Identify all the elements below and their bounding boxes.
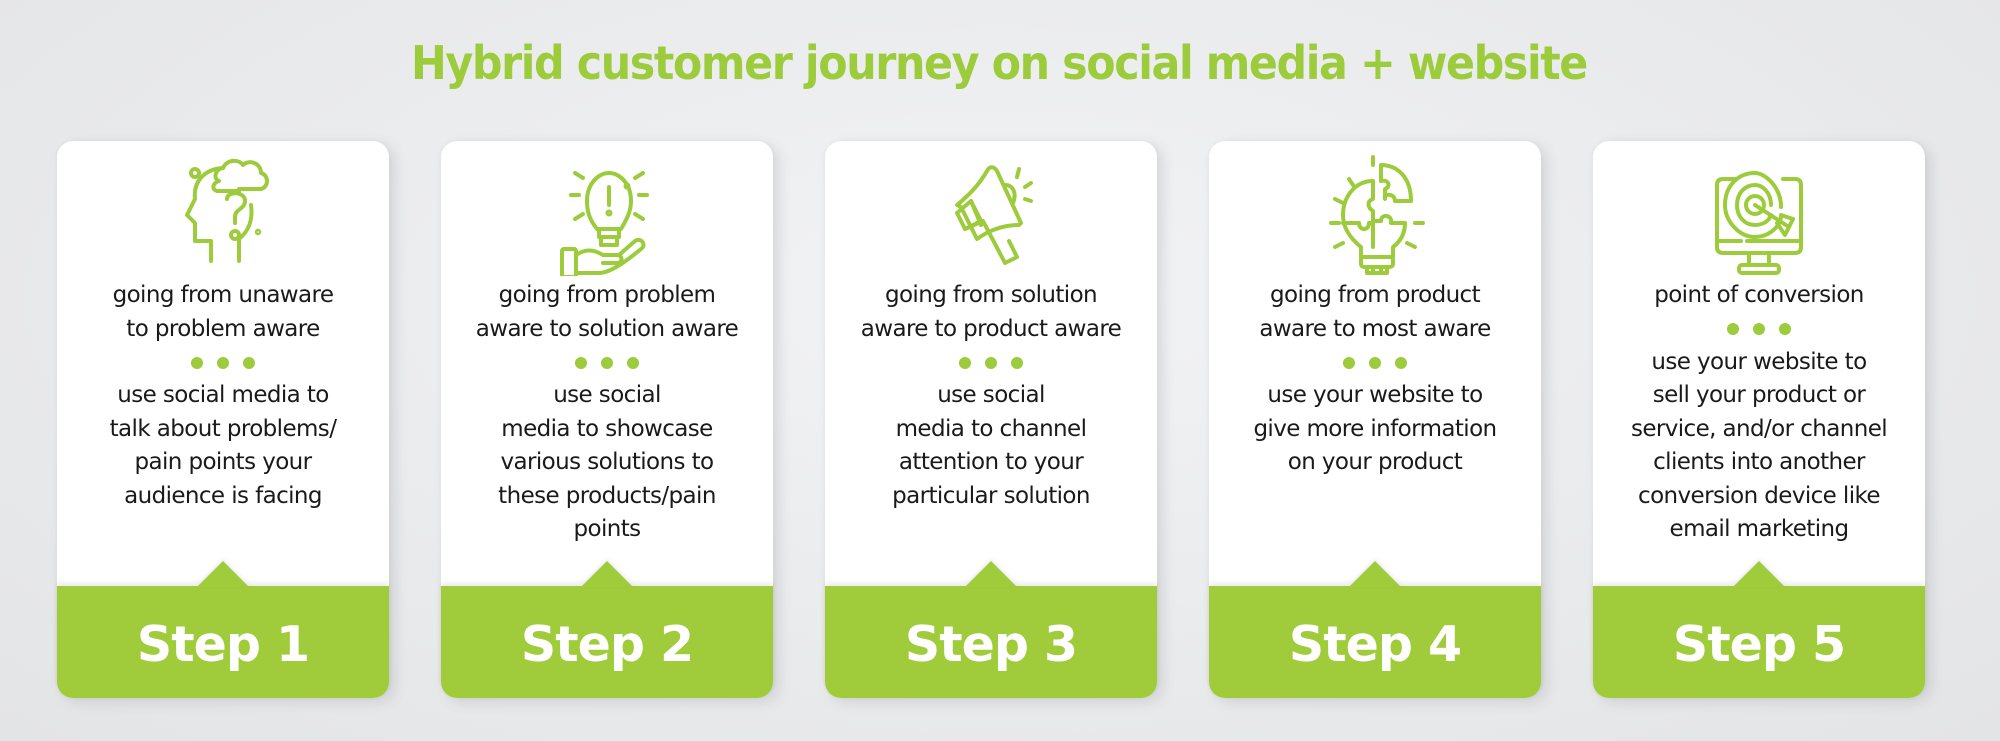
action-line: use your website to [1651,348,1867,375]
step-text: point of conversion use your website to … [1593,279,1925,547]
step-text: going from product aware to most aware u… [1209,279,1541,480]
action-line: these products/pain [498,482,716,509]
action-line: give more information [1253,415,1497,442]
action-line: points [573,516,641,542]
pointer-notch [581,561,633,587]
action-line: use social [937,382,1045,408]
pointer-notch [1733,561,1785,587]
pointer-notch [1349,561,1401,587]
stage-line: going from problem [498,282,716,308]
page-title: Hybrid customer journey on social media … [410,36,1588,90]
step-label: Step 3 [904,616,1078,673]
stage-line: going from unaware [112,282,334,308]
stage-line: point of conversion [1654,282,1864,308]
action-line: pain points your [134,449,312,475]
step-band: Step 5 [1593,561,1925,698]
action-line: talk about problems/ [109,415,337,442]
step-card-2: going from problem aware to solution awa… [441,141,773,698]
action-line: media to channel [895,415,1087,442]
step-label: Step 4 [1288,616,1462,673]
dots-separator [441,346,773,379]
step-band: Step 3 [825,561,1157,698]
action-line: attention to your [898,449,1084,475]
action-line: use social media to [117,382,329,408]
megaphone-icon [921,151,1061,276]
stage-line: going from product [1269,282,1481,308]
step-text: going from unaware to problem aware use … [57,279,389,513]
step-card-3: going from solution aware to product awa… [825,141,1157,698]
pointer-notch [965,561,1017,587]
monitor-target-icon [1689,151,1829,276]
stage-line: going from solution [884,282,1098,308]
action-line: particular solution [892,482,1090,509]
stage-line: aware to most aware [1259,315,1491,342]
action-line: audience is facing [124,482,322,509]
step-band: Step 1 [57,561,389,698]
puzzle-lightbulb-icon [1305,151,1445,276]
action-line: service, and/or channel [1630,415,1888,442]
action-line: email marketing [1669,516,1850,542]
action-line: sell your product or [1652,382,1866,408]
action-line: use social [553,382,661,408]
head-question-icon [153,151,293,276]
step-band: Step 2 [441,561,773,698]
step-card-4: going from product aware to most aware u… [1209,141,1541,698]
step-band: Step 4 [1209,561,1541,698]
step-label: Step 5 [1672,616,1846,673]
stage-line: aware to product aware [860,315,1122,342]
dots-separator [1593,313,1925,346]
dots-separator [825,346,1157,379]
action-line: use your website to [1267,382,1483,408]
stage-line: aware to solution aware [475,315,739,342]
lightbulb-hand-icon [537,151,677,279]
pointer-notch [197,561,249,587]
step-text: going from solution aware to product awa… [825,279,1157,513]
dots-separator [1209,346,1541,379]
action-line: clients into another [1653,449,1865,475]
stage-line: to problem aware [126,315,320,342]
action-line: media to showcase [501,415,713,442]
action-line: various solutions to [500,449,715,475]
step-label: Step 2 [520,616,694,673]
action-line: conversion device like [1638,482,1881,509]
step-text: going from problem aware to solution awa… [441,279,773,547]
step-card-1: going from unaware to problem aware use … [57,141,389,698]
step-label: Step 1 [136,616,310,673]
step-card-5: point of conversion use your website to … [1593,141,1925,698]
action-line: on your product [1287,449,1463,475]
dots-separator [57,346,389,379]
